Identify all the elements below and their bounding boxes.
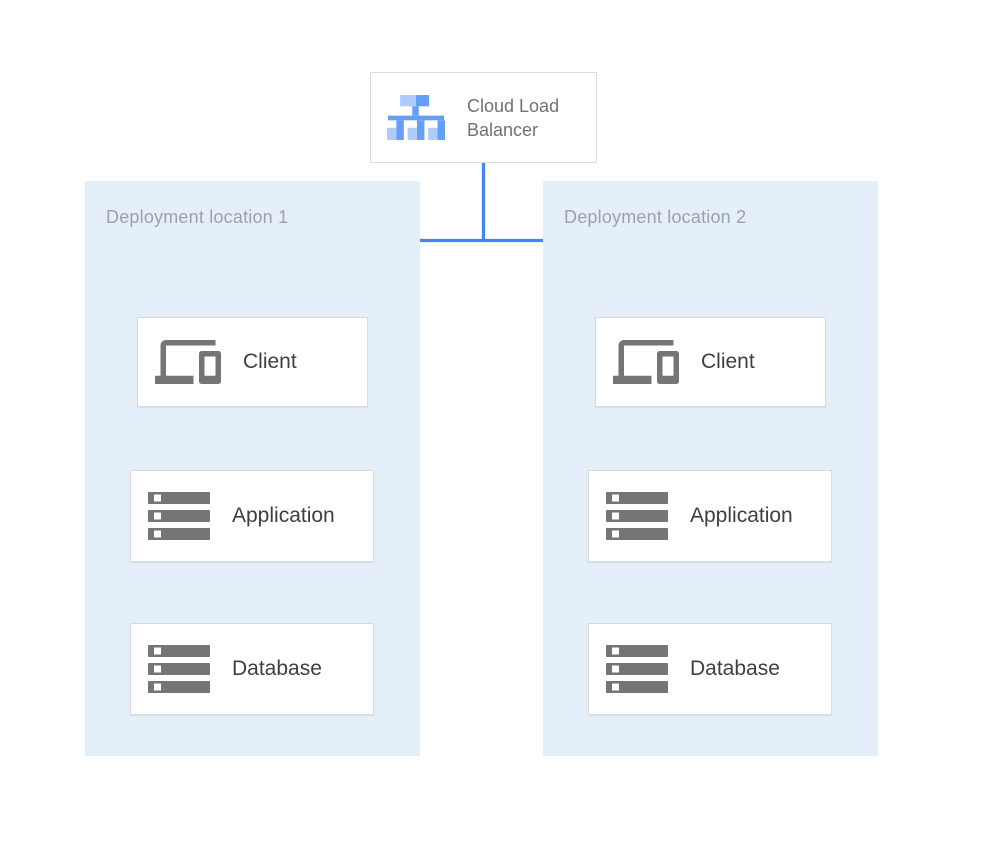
node-label: Application bbox=[232, 504, 335, 527]
node-application-1: Application bbox=[130, 470, 374, 562]
node-application-2: Application bbox=[588, 470, 832, 562]
load-balancer-label: Cloud Load Balancer bbox=[467, 95, 560, 140]
node-label: Database bbox=[690, 657, 780, 680]
zone-2-label: Deployment location 2 bbox=[564, 207, 747, 227]
devices-icon bbox=[613, 340, 679, 384]
server-stack-icon bbox=[148, 645, 210, 693]
cloud-load-balancer-icon bbox=[387, 95, 445, 140]
devices-icon bbox=[155, 340, 221, 384]
load-balancer-node: Cloud Load Balancer bbox=[370, 72, 597, 163]
zone-1-label: Deployment location 1 bbox=[106, 207, 289, 227]
node-label: Database bbox=[232, 657, 322, 680]
node-database-2: Database bbox=[588, 623, 832, 715]
node-client-1: Client bbox=[137, 317, 368, 407]
server-stack-icon bbox=[606, 645, 668, 693]
zone-deployment-location-2: Deployment location 2 Client App bbox=[543, 181, 878, 756]
zone-deployment-location-1: Deployment location 1 Client App bbox=[85, 181, 420, 756]
server-stack-icon bbox=[148, 492, 210, 540]
node-client-2: Client bbox=[595, 317, 826, 407]
node-label: Client bbox=[701, 350, 755, 373]
node-label: Application bbox=[690, 504, 793, 527]
node-database-1: Database bbox=[130, 623, 374, 715]
node-label: Client bbox=[243, 350, 297, 373]
server-stack-icon bbox=[606, 492, 668, 540]
